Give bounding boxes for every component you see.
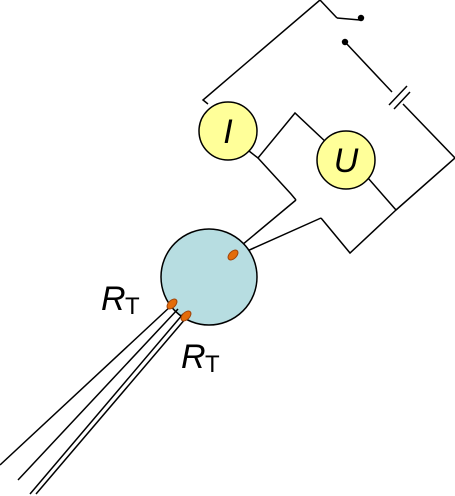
label-rt-left: R T — [101, 280, 140, 320]
sphere — [160, 228, 258, 326]
switch-blade — [336, 17, 361, 21]
battery-plate-short — [393, 91, 411, 110]
ammeter-circle — [198, 101, 258, 161]
label-rt-lower-main: R — [181, 338, 206, 376]
wire-lower-left-branch — [257, 157, 297, 201]
thermistor-sensor-left[interactable] — [165, 297, 179, 311]
lead-to-sensor-b — [235, 217, 322, 257]
lead-long-4 — [35, 317, 187, 495]
thermistor-sensor-upper[interactable] — [226, 248, 240, 262]
wire-voltmeter-to-right-node — [320, 177, 398, 255]
wire-ammeter-to-voltmeter-top — [248, 111, 329, 160]
voltmeter-symbol: U — [334, 142, 359, 180]
lead-to-sensor-a — [235, 199, 297, 251]
ammeter-symbol: I — [223, 113, 233, 151]
wire-cell-to-right-node — [395, 103, 455, 211]
wire-loop-top-left — [201, 0, 338, 105]
label-rt-left-sub: T — [125, 293, 140, 320]
thermistor-sensor-lower[interactable] — [179, 309, 193, 323]
label-rt-left-main: R — [101, 280, 126, 318]
label-rt-lower: R T — [181, 338, 220, 378]
voltmeter[interactable]: U — [316, 130, 376, 190]
voltmeter-circle — [316, 130, 376, 190]
switch-contact-top[interactable] — [357, 14, 365, 22]
battery-plate-long — [388, 85, 408, 106]
lead-long-3 — [29, 313, 184, 495]
lead-long-2 — [17, 308, 179, 481]
wire-switch-to-cell — [344, 41, 393, 93]
ammeter[interactable]: I — [198, 101, 258, 161]
lead-long-1 — [0, 304, 173, 466]
label-rt-lower-sub: T — [205, 351, 220, 378]
